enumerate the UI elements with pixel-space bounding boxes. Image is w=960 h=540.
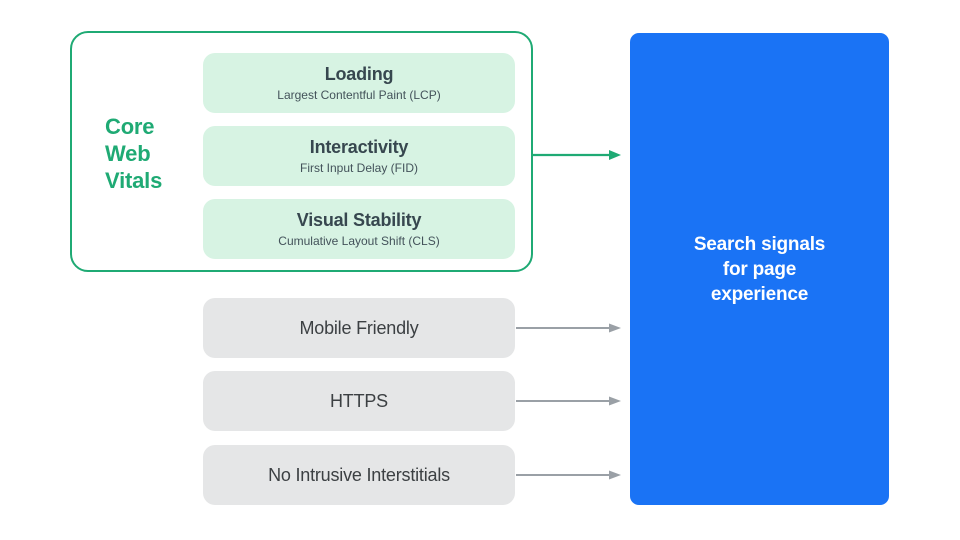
signal-label: HTTPS bbox=[329, 390, 388, 411]
metric-title: Interactivity bbox=[309, 136, 409, 157]
search-signals-label: Search signals for page experience bbox=[693, 233, 826, 305]
signal-label: No Intrusive Interstitials bbox=[268, 464, 450, 485]
arrow-https-icon bbox=[516, 396, 621, 406]
metric-card-interactivity: Interactivity First Input Delay (FID) bbox=[203, 126, 515, 186]
signal-card-https: HTTPS bbox=[203, 371, 515, 431]
search-signals-box: Search signals for page experience bbox=[630, 33, 889, 505]
metric-card-visual-stability: Visual Stability Cumulative Layout Shift… bbox=[203, 199, 515, 259]
metric-card-loading: Loading Largest Contentful Paint (LCP) bbox=[203, 53, 515, 113]
arrow-mobile-friendly-icon bbox=[516, 323, 621, 333]
arrow-no-intrusive-interstitials-icon bbox=[516, 470, 621, 480]
signal-card-no-intrusive-interstitials: No Intrusive Interstitials bbox=[203, 445, 515, 505]
arrow-core-web-vitals-icon bbox=[531, 150, 621, 160]
metric-subtitle: Largest Contentful Paint (LCP) bbox=[277, 87, 441, 102]
metric-subtitle: Cumulative Layout Shift (CLS) bbox=[278, 233, 440, 248]
metric-title: Loading bbox=[324, 63, 394, 84]
signal-label: Mobile Friendly bbox=[299, 317, 419, 338]
metric-subtitle: First Input Delay (FID) bbox=[299, 160, 419, 175]
signal-card-mobile-friendly: Mobile Friendly bbox=[203, 298, 515, 358]
core-web-vitals-label: Core Web Vitals bbox=[105, 114, 163, 193]
metric-title: Visual Stability bbox=[296, 209, 422, 230]
